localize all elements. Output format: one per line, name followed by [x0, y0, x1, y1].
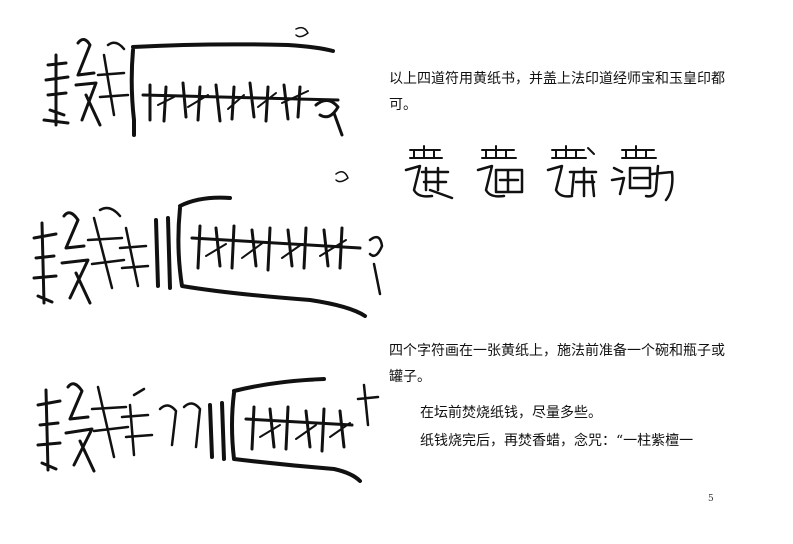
instruction-paragraph-1: 以上四道符用黄纸书，并盖上法印道经师宝和玉皇印都可。: [389, 71, 725, 113]
instruction-paragraph-3: 在坛前焚烧纸钱，尽量多些。: [420, 405, 602, 421]
instruction-paragraph-2: 四个字符画在一张黄纸上，施法前准备一个碗和瓶子或罐子。: [389, 343, 725, 385]
talisman-drawing-1: [38, 25, 378, 145]
talisman-drawing-2: [30, 168, 390, 318]
page-number: 5: [708, 494, 714, 504]
talisman-drawing-3: [34, 365, 384, 485]
four-character-talisman: [400, 142, 690, 204]
instruction-paragraph-4: 纸钱烧完后，再焚香蜡，念咒：“一柱紫檀一: [420, 433, 694, 449]
